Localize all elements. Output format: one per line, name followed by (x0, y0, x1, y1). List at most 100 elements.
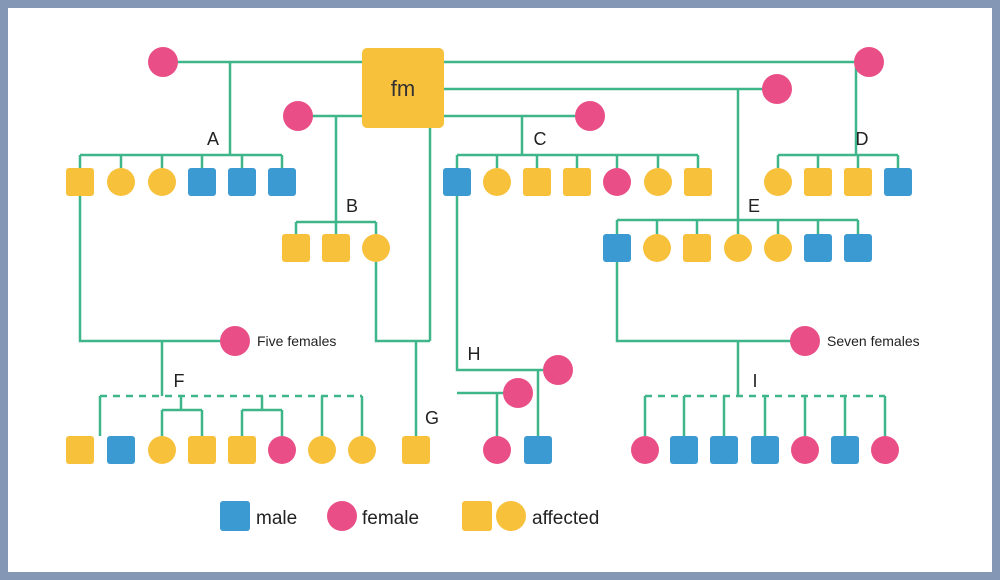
female (631, 436, 659, 464)
spouse-female (148, 47, 178, 77)
male (524, 436, 552, 464)
spouse-female (762, 74, 792, 104)
affected-male (563, 168, 591, 196)
line-family-e (615, 89, 860, 234)
affected-male (66, 168, 94, 196)
affected-female (308, 436, 336, 464)
affected-female (643, 234, 671, 262)
spouse-female (854, 47, 884, 77)
family-a (66, 168, 296, 196)
male (710, 436, 738, 464)
female (483, 436, 511, 464)
label-branch-a: A (207, 129, 219, 149)
spouse-female (220, 326, 250, 356)
affected-female (644, 168, 672, 196)
affected-male (523, 168, 551, 196)
legend-female-swatch (327, 501, 357, 531)
affected-male (844, 168, 872, 196)
affected-female (764, 234, 792, 262)
legend-male-swatch (220, 501, 250, 531)
male (751, 436, 779, 464)
label-branch-d: D (856, 129, 869, 149)
male (831, 436, 859, 464)
female (268, 436, 296, 464)
founder-generation: fm (148, 47, 884, 131)
connecting-lines (78, 60, 900, 436)
affected-male (322, 234, 350, 262)
male (844, 234, 872, 262)
note-seven-females: Seven females (827, 333, 920, 349)
family-e (603, 234, 872, 262)
legend-female-label: female (362, 508, 419, 529)
affected-female (764, 168, 792, 196)
female (791, 436, 819, 464)
family-f (66, 436, 376, 464)
affected-male (402, 436, 430, 464)
spouses-generation-3 (220, 326, 820, 408)
male (804, 234, 832, 262)
line-family-i (643, 396, 887, 436)
affected-male (188, 436, 216, 464)
legend: male female affected (220, 501, 599, 531)
male (443, 168, 471, 196)
female (603, 168, 631, 196)
legend-affected-label: affected (532, 508, 599, 529)
spouse-female (543, 355, 573, 385)
legend-affected-circle-swatch (496, 501, 526, 531)
line-family-b (294, 116, 378, 234)
female (871, 436, 899, 464)
affected-female (483, 168, 511, 196)
affected-female (724, 234, 752, 262)
affected-male (683, 234, 711, 262)
line-family-g (374, 128, 432, 436)
affected-male (804, 168, 832, 196)
label-branch-b: B (346, 196, 358, 216)
affected-female (148, 436, 176, 464)
line-family-f (98, 396, 364, 436)
legend-male-label: male (256, 508, 297, 529)
founder-label: fm (391, 76, 415, 101)
male (603, 234, 631, 262)
affected-female (107, 168, 135, 196)
family-i (631, 436, 899, 464)
label-branch-e: E (748, 196, 760, 216)
family-b (282, 234, 390, 262)
note-five-females: Five females (257, 333, 336, 349)
label-branch-c: C (534, 129, 547, 149)
affected-male (282, 234, 310, 262)
label-branch-f: F (174, 371, 185, 391)
family-c (443, 168, 712, 196)
spouse-female (790, 326, 820, 356)
spouse-female (575, 101, 605, 131)
line-family-h (455, 196, 558, 436)
male (188, 168, 216, 196)
affected-female (348, 436, 376, 464)
founder-affected-male (362, 48, 444, 128)
family-h (483, 436, 552, 464)
family-d (764, 168, 912, 196)
male (107, 436, 135, 464)
male (268, 168, 296, 196)
line-family-d (776, 62, 900, 168)
label-branch-g: G (425, 408, 439, 428)
family-g (402, 436, 430, 464)
line-family-c (455, 116, 700, 168)
affected-female (148, 168, 176, 196)
affected-male (684, 168, 712, 196)
male (884, 168, 912, 196)
affected-male (66, 436, 94, 464)
line-marriage-f (78, 196, 222, 343)
legend-affected-square-swatch (462, 501, 492, 531)
spouse-female (283, 101, 313, 131)
affected-female (362, 234, 390, 262)
label-branch-h: H (468, 344, 481, 364)
line-family-a (78, 62, 284, 168)
branch-labels: A B C D E F G H I (174, 129, 869, 428)
affected-male (228, 436, 256, 464)
spouse-female (503, 378, 533, 408)
male (670, 436, 698, 464)
male (228, 168, 256, 196)
line-marriage-i (615, 262, 805, 343)
